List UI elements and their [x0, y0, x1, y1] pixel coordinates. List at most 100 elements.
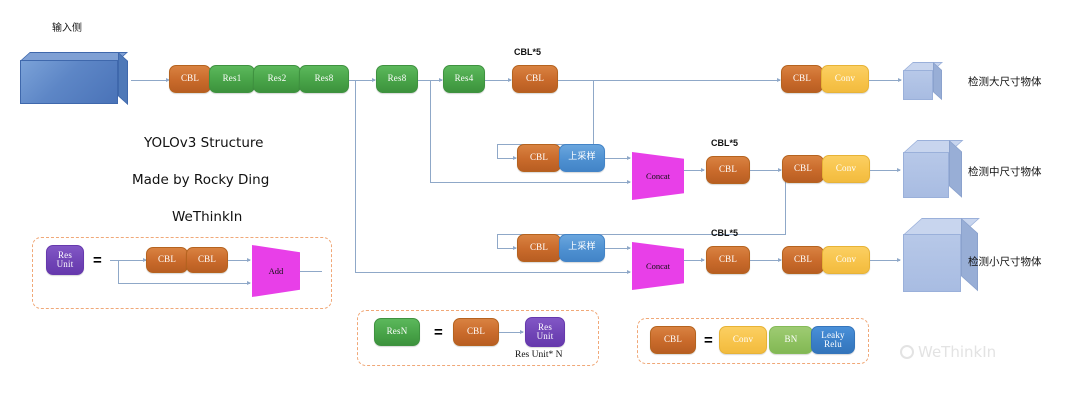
legend-res-unit-line1: Res	[57, 249, 73, 260]
legend-resn-cbl[interactable]: CBL	[453, 318, 499, 346]
neck-cbl5-top[interactable]: CBL	[512, 65, 558, 93]
watermark: WeThinkIn	[900, 343, 996, 361]
legend-cbl-leaky-relu[interactable]: Leaky Relu	[811, 326, 855, 354]
legend-res-unit-block[interactable]: Res Unit	[46, 245, 84, 275]
head-large-conv[interactable]: Conv	[821, 65, 869, 93]
connector-small-in-horiz	[497, 248, 516, 249]
arrow-head-large-to-cube	[898, 78, 902, 82]
cube-side-medium	[949, 140, 962, 198]
head-small-cbl[interactable]: CBL	[782, 246, 824, 274]
head-large-cbl[interactable]: CBL	[781, 65, 823, 93]
connector-head-medium-to-cube	[870, 170, 900, 171]
head-large-cbl-label: CBL	[792, 73, 812, 84]
head-medium-cbl[interactable]: CBL	[782, 155, 824, 183]
legend-resn-unit-line2: Unit	[536, 331, 554, 341]
connector-head-small-to-cube	[870, 260, 900, 261]
backbone-block-cbl-label: CBL	[180, 73, 200, 84]
output-label-medium-objects: 检测中尺寸物体	[968, 166, 1042, 178]
legend-cbl-conv[interactable]: Conv	[719, 326, 767, 354]
backbone-block-res8-b[interactable]: Res8	[376, 65, 418, 93]
cube-side-large	[933, 62, 942, 101]
backbone-block-cbl[interactable]: CBL	[169, 65, 211, 93]
cube-front-small	[903, 234, 961, 292]
arrow-small-ups-to-concat	[627, 246, 631, 250]
input-volume-top	[20, 52, 128, 61]
arrow-head-small-to-cube	[897, 258, 901, 262]
skip-res8a-vert	[355, 80, 356, 272]
legend-res-unit-panel	[32, 237, 332, 309]
output-cube-small-objects	[903, 218, 981, 292]
medium-branch-upsample[interactable]: 上采样	[559, 144, 605, 172]
input-label: 输入侧	[52, 23, 82, 34]
cube-front-medium	[903, 152, 949, 198]
legend-resunit-cbl-to-add-arrow	[247, 258, 251, 262]
arrow-head-medium-to-cube	[897, 168, 901, 172]
connector-small-in-vert	[497, 234, 498, 248]
neck-cbl5-medium[interactable]: CBL	[706, 156, 750, 184]
backbone-block-res8-a[interactable]: Res8	[299, 65, 349, 93]
skip-res8b-vert	[430, 80, 431, 182]
head-medium-conv[interactable]: Conv	[822, 155, 870, 183]
backbone-block-res2[interactable]: Res2	[253, 65, 301, 93]
arrow-skip-res8a-to-concat	[627, 270, 631, 274]
diagram-author: Made by Rocky Ding	[132, 172, 270, 188]
watermark-text: WeThinkIn	[918, 343, 997, 361]
connector-medium-concat-to-cbl5	[684, 170, 704, 171]
cbl5-label-small: CBL*5	[711, 228, 739, 238]
legend-cbl-bn[interactable]: BN	[769, 326, 813, 354]
connector-cbl5small-to-head	[750, 260, 781, 261]
arrow-cbl5medium-to-head	[778, 168, 782, 172]
watermark-logo-icon	[900, 345, 914, 359]
connector-input-to-backbone	[131, 80, 167, 81]
legend-resunit-out-line	[300, 271, 322, 272]
legend-resn-arrow	[520, 330, 524, 334]
connector-small-ups-to-concat	[605, 248, 630, 249]
legend-cbl-label: CBL	[663, 334, 683, 345]
connector-res8a-to-res8b	[349, 80, 375, 81]
neck-cbl5-medium-label: CBL	[718, 164, 738, 175]
diagram-title: YOLOv3 Structure	[144, 135, 264, 151]
arrow-small-concat-to-cbl5	[701, 258, 705, 262]
legend-resunit-skip-vert	[118, 260, 119, 283]
legend-resunit-cbl-a-label: CBL	[157, 254, 177, 265]
medium-concat[interactable]: Concat	[632, 152, 684, 200]
backbone-block-res4-label: Res4	[454, 73, 474, 84]
neck-cbl5-small[interactable]: CBL	[706, 246, 750, 274]
legend-cbl-bn-label: BN	[784, 334, 798, 345]
arrow-res4-to-cbl5	[508, 78, 512, 82]
connector-medium-in-horiz	[497, 158, 516, 159]
legend-res-unit-line2: Unit	[56, 259, 74, 269]
skip-res8a-horiz	[355, 272, 630, 273]
backbone-block-res8-b-label: Res8	[387, 73, 407, 84]
legend-resunit-cbl-b[interactable]: CBL	[186, 247, 228, 273]
legend-resn-unit[interactable]: Res Unit	[525, 317, 565, 347]
head-small-conv-label: Conv	[835, 254, 857, 265]
legend-resunit-add-label: Add	[268, 266, 284, 276]
backbone-block-res1[interactable]: Res1	[209, 65, 255, 93]
cube-front-large	[903, 70, 933, 100]
legend-cbl-block[interactable]: CBL	[650, 326, 696, 354]
legend-resunit-skip-arrow	[247, 281, 251, 285]
medium-branch-cbl-label: CBL	[529, 152, 549, 163]
legend-resunit-cbl-a[interactable]: CBL	[146, 247, 188, 273]
connector-cbl5top-to-head	[558, 80, 780, 81]
arrow-small-branch-in	[513, 246, 517, 250]
head-medium-conv-label: Conv	[835, 163, 857, 174]
head-large-conv-label: Conv	[834, 73, 856, 84]
small-branch-cbl[interactable]: CBL	[517, 234, 561, 262]
connector-medium-in-vert	[497, 144, 498, 158]
legend-resunit-add[interactable]: Add	[252, 245, 300, 297]
neck-cbl5-small-label: CBL	[718, 254, 738, 265]
small-branch-upsample[interactable]: 上采样	[559, 234, 605, 262]
small-concat[interactable]: Concat	[632, 242, 684, 290]
arrow-input-to-backbone	[166, 78, 170, 82]
backbone-block-res2-label: Res2	[267, 73, 287, 84]
backbone-block-res4[interactable]: Res4	[443, 65, 485, 93]
legend-resn-block[interactable]: ResN	[374, 318, 420, 346]
legend-cbl-conv-label: Conv	[732, 334, 754, 345]
head-small-conv[interactable]: Conv	[822, 246, 870, 274]
legend-resn-unit-line1: Res	[537, 321, 553, 332]
legend-resn-panel	[357, 310, 599, 366]
medium-branch-cbl[interactable]: CBL	[517, 144, 561, 172]
